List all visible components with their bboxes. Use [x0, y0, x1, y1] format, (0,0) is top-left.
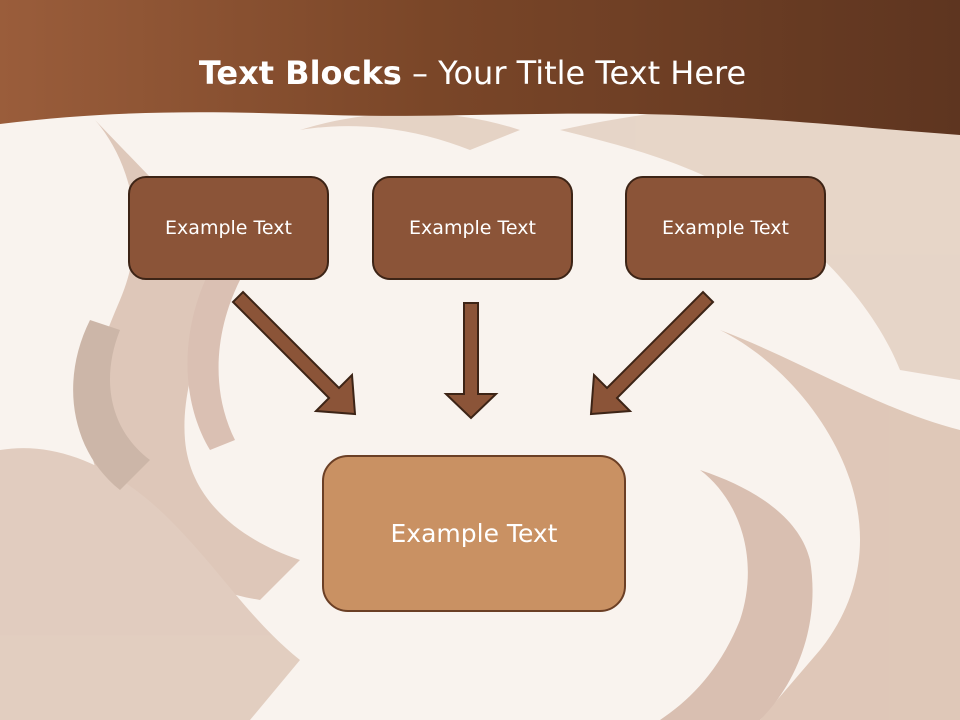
header-band — [0, 0, 960, 135]
text-block-3-label: Example Text — [662, 217, 789, 239]
title-bold: Text Blocks — [198, 54, 402, 92]
text-block-2-label: Example Text — [409, 217, 536, 239]
text-block-2: Example Text — [372, 176, 573, 280]
title-rest: Your Title Text Here — [438, 54, 747, 92]
target-block: Example Text — [322, 455, 626, 612]
slide-title: Text Blocks – Your Title Text Here — [0, 54, 945, 92]
hands-photo — [0, 96, 960, 720]
target-block-label: Example Text — [390, 519, 558, 548]
title-dash: – — [401, 54, 439, 92]
text-block-1: Example Text — [128, 176, 329, 280]
text-block-3: Example Text — [625, 176, 826, 280]
text-block-1-label: Example Text — [165, 217, 292, 239]
